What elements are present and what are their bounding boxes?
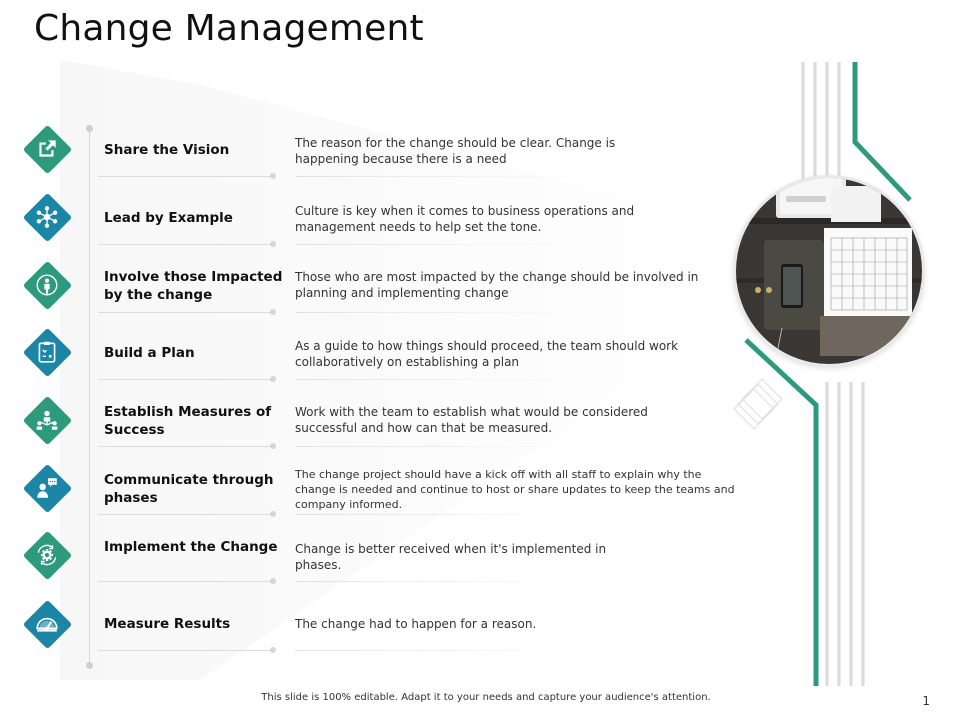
desk-photo xyxy=(736,178,922,364)
divider xyxy=(98,581,274,582)
divider-dot xyxy=(270,647,276,653)
divider xyxy=(98,379,274,380)
step-label: Implement the Change xyxy=(104,539,278,555)
step-label: Establish Measures of Success xyxy=(104,404,272,438)
step-label: Share the Vision xyxy=(104,142,230,158)
step-description: Work with the team to establish what wou… xyxy=(295,405,648,435)
line-decoration xyxy=(733,62,912,686)
divider xyxy=(295,176,575,177)
rail-dot xyxy=(86,662,93,669)
timeline-rail xyxy=(89,128,90,668)
step-label: Build a Plan xyxy=(104,345,195,361)
divider-dot xyxy=(270,376,276,382)
divider xyxy=(98,312,274,313)
divider-dot xyxy=(270,173,276,179)
step-label: Measure Results xyxy=(104,616,231,632)
step-description: Change is better received when it's impl… xyxy=(295,542,607,572)
divider xyxy=(98,650,274,651)
chat-person-icon xyxy=(22,463,72,513)
divider xyxy=(295,650,575,651)
divider-dot xyxy=(270,443,276,449)
divider xyxy=(295,312,575,313)
divider-dot xyxy=(270,241,276,247)
step-description: Culture is key when it comes to business… xyxy=(295,204,635,234)
divider xyxy=(295,514,575,515)
gear-cycle-icon xyxy=(22,530,72,580)
divider xyxy=(98,514,274,515)
team-icon xyxy=(22,395,72,445)
person-target-icon xyxy=(22,260,72,310)
network-icon xyxy=(22,192,72,242)
page-number: 1 xyxy=(922,694,930,708)
step-description: The change had to happen for a reason. xyxy=(295,617,537,631)
page-title: Change Management xyxy=(34,8,424,49)
step-description: Those who are most impacted by the chang… xyxy=(295,270,699,300)
clipboard-plan-icon xyxy=(22,327,72,377)
rail-dot xyxy=(86,125,93,132)
step-description: As a guide to how things should proceed,… xyxy=(295,339,679,369)
step-label: Lead by Example xyxy=(104,210,233,226)
step-label: Involve those Impacted by the change xyxy=(104,269,283,303)
divider xyxy=(295,446,575,447)
divider xyxy=(295,244,575,245)
divider-dot xyxy=(270,578,276,584)
step-description: The change project should have a kick of… xyxy=(295,468,735,511)
step-description: The reason for the change should be clea… xyxy=(295,136,616,166)
divider-dot xyxy=(270,511,276,517)
divider xyxy=(98,244,274,245)
divider xyxy=(98,176,274,177)
share-icon xyxy=(22,124,72,174)
gauge-icon xyxy=(22,599,72,649)
divider xyxy=(98,446,274,447)
step-label: Communicate through phases xyxy=(104,472,274,506)
divider xyxy=(295,581,575,582)
footer-note: This slide is 100% editable. Adapt it to… xyxy=(261,692,711,703)
divider xyxy=(295,379,575,380)
divider-dot xyxy=(270,309,276,315)
